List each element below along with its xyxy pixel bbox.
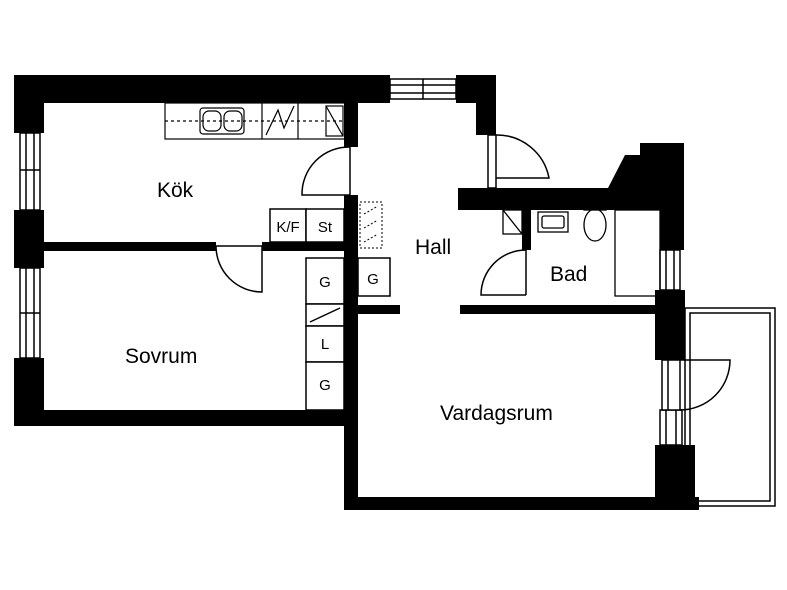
wardrobes: [305, 257, 391, 411]
bathroom-fixtures: [502, 201, 661, 297]
windows: [19, 78, 683, 446]
room-label-living-room: Vardagsrum: [440, 402, 553, 425]
doors: [215, 134, 550, 296]
fridge-stove-units: [269, 208, 345, 243]
stove-label: St: [318, 219, 333, 236]
room-label-bedroom: Sovrum: [125, 345, 197, 368]
linen-cabinet-label: L: [321, 336, 329, 353]
walls: [14, 75, 699, 510]
fridge-freezer-label: K/F: [276, 219, 299, 236]
balcony: [661, 307, 776, 507]
hall-shelf: [359, 201, 383, 249]
kitchen-counter: [164, 102, 346, 140]
room-label-kitchen: Kök: [157, 179, 194, 202]
hall-wardrobe-label: G: [367, 271, 379, 288]
room-label-bathroom: Bad: [550, 263, 587, 286]
bedroom-wardrobe-bottom-label: G: [319, 377, 331, 394]
room-label-hall: Hall: [415, 236, 451, 259]
bedroom-wardrobe-top-label: G: [319, 274, 331, 291]
